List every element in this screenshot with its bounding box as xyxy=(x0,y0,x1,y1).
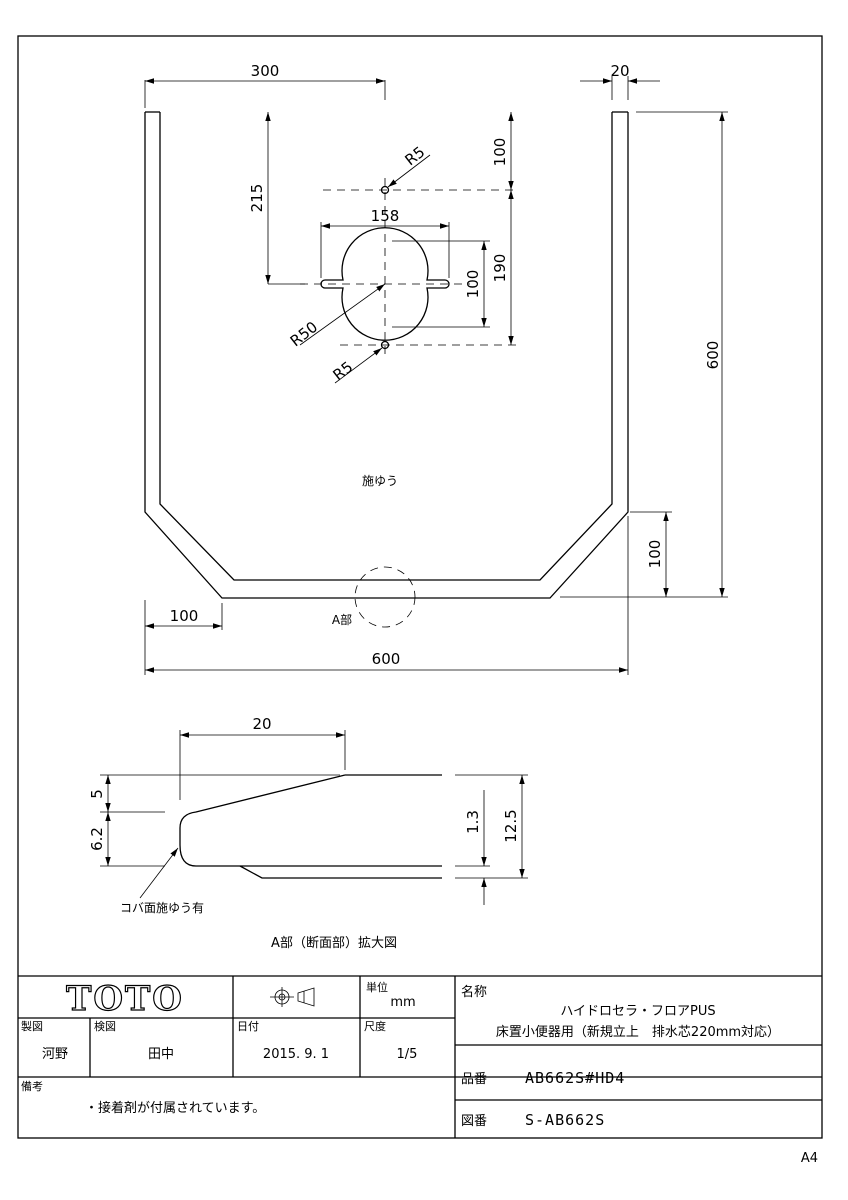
name-line2: 床置小便器用（新規立上 排水芯220mm対応） xyxy=(496,1024,780,1040)
unit-label: 単位 xyxy=(366,980,388,994)
dim-top-rim: 20 xyxy=(610,62,629,80)
dim-right-height: 600 xyxy=(704,341,722,370)
tray-inner-outline xyxy=(159,112,613,581)
date-label: 日付 xyxy=(237,1020,259,1033)
drawing-label: 図番 xyxy=(461,1114,487,1129)
detail-ref-circle xyxy=(354,566,416,628)
name-label: 名称 xyxy=(461,984,487,1000)
dim-bottom-left: 100 xyxy=(170,607,199,625)
dim-right-bottom: 100 xyxy=(646,540,664,569)
dim-radius-small-top: R5 xyxy=(402,143,429,169)
scale-label: 尺度 xyxy=(364,1019,386,1033)
made-label: 製図 xyxy=(21,1019,43,1033)
remarks-value: ・接着剤が付属されています。 xyxy=(85,1100,265,1116)
sheet-border xyxy=(17,35,823,1139)
small-hole-top xyxy=(380,185,390,195)
plan-view: 300 20 600 100 190 215 xyxy=(144,62,728,675)
dim-bottom-width: 600 xyxy=(372,650,401,668)
part-label: 品番 xyxy=(461,1072,487,1087)
detail-dim-right-outer: 12.5 xyxy=(502,809,520,842)
detail-dim-right-inner: 1.3 xyxy=(464,810,482,834)
dim-radius-hole: R50 xyxy=(287,318,321,350)
dim-tab-width: 158 xyxy=(371,207,400,225)
dim-top-to-hole: 100 xyxy=(491,138,509,167)
part-value: AB662S#HD4 xyxy=(525,1069,625,1087)
date-value: 2015. 9. 1 xyxy=(263,1047,329,1062)
drawing-value: S-AB662S xyxy=(525,1111,605,1129)
unit-value: mm xyxy=(390,995,415,1010)
dim-hole-height: 100 xyxy=(464,270,482,299)
name-line1: ハイドロセラ・フロアPUS xyxy=(560,1004,715,1019)
small-hole-bottom xyxy=(380,340,390,350)
detail-dim-left-lower: 6.2 xyxy=(88,827,106,851)
detail-leader-note: コバ面施ゆう有 xyxy=(120,901,204,915)
title-block: TOTO 単位 mm 名称 ハイドロセラ・フロアPUS 床置小便器用（新規立上 … xyxy=(18,975,822,1138)
tray-outer-outline xyxy=(144,112,629,599)
dim-radius-small-bottom: R5 xyxy=(330,358,357,384)
checked-label: 検図 xyxy=(94,1019,116,1033)
scale-value: 1/5 xyxy=(397,1047,418,1062)
glaze-label: 施ゆう xyxy=(362,474,398,488)
detail-ref-label: A部 xyxy=(332,612,352,627)
dim-hole-span: 190 xyxy=(491,254,509,283)
detail-dim-top: 20 xyxy=(252,715,271,733)
detail-caption: A部（断面部）拡大図 xyxy=(271,936,397,951)
checked-value: 田中 xyxy=(148,1047,174,1062)
section-profile xyxy=(179,774,442,867)
section-foot xyxy=(239,865,442,879)
made-value: 河野 xyxy=(42,1047,68,1062)
dim-top-offset: 300 xyxy=(251,62,280,80)
toto-logo: TOTO xyxy=(66,979,184,1019)
projection-symbol-icon xyxy=(270,987,315,1007)
detail-view: 20 5 6.2 1.3 12.5 コバ面施ゆう有 A部（断面部）拡大図 xyxy=(88,715,528,951)
sheet-size: A4 xyxy=(801,1151,818,1166)
dim-left-depth: 215 xyxy=(248,184,266,213)
detail-dim-left-upper: 5 xyxy=(88,789,106,799)
remarks-label: 備考 xyxy=(21,1080,43,1093)
